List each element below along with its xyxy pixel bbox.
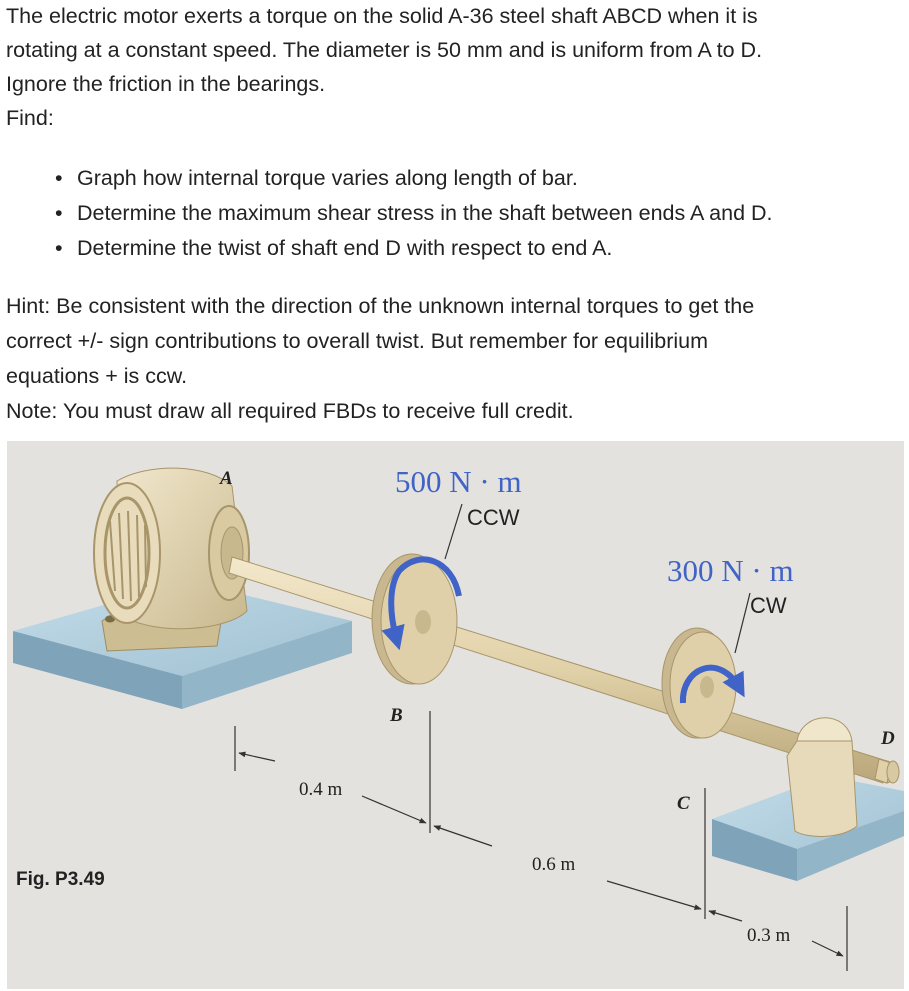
torque-b-value: 500 N · m — [395, 464, 522, 499]
bullet-icon: • — [55, 236, 63, 260]
bullet-icon: • — [55, 201, 63, 225]
torque-c-direction: CW — [750, 593, 787, 618]
dim-cd: 0.3 m — [747, 925, 791, 946]
disk-c — [661, 627, 745, 739]
task-list: •Graph how internal torque varies along … — [0, 161, 773, 266]
bullet-icon: • — [55, 166, 63, 190]
task-item: •Determine the maximum shear stress in t… — [0, 196, 773, 231]
torque-b-direction: CCW — [467, 505, 520, 530]
bearing-d — [786, 717, 900, 837]
dim-ab: 0.4 m — [299, 779, 343, 800]
label-b: B — [389, 705, 403, 726]
label-d: D — [880, 728, 895, 749]
hint-line-3: equations + is ccw. — [6, 364, 188, 388]
task-item: •Graph how internal torque varies along … — [0, 161, 773, 196]
label-c: C — [677, 793, 690, 814]
shaft-figure: A B C D 500 N · m CCW 300 N · m CW 0.4 m… — [7, 441, 904, 989]
ccw-arrow-icon — [381, 556, 462, 651]
find-label: Find: — [6, 106, 54, 130]
figure-caption: Fig. P3.49 — [16, 869, 105, 890]
cw-arrow-icon — [679, 664, 745, 704]
leader-line-b — [444, 503, 463, 560]
task-item: •Determine the twist of shaft end D with… — [0, 231, 773, 266]
problem-line-1: The electric motor exerts a torque on th… — [6, 4, 758, 28]
dimension-lines — [234, 711, 848, 971]
hint-line-1: Hint: Be consistent with the direction o… — [6, 294, 755, 318]
leader-line-c — [734, 592, 751, 654]
torque-c-value: 300 N · m — [667, 553, 794, 588]
note-line: Note: You must draw all required FBDs to… — [6, 399, 574, 423]
disk-b — [371, 553, 462, 685]
dim-bc: 0.6 m — [532, 854, 576, 875]
problem-line-3: Ignore the friction in the bearings. — [6, 72, 326, 96]
hint-line-2: correct +/- sign contributions to overal… — [6, 329, 709, 353]
problem-line-2: rotating at a constant speed. The diamet… — [6, 38, 763, 62]
label-a: A — [219, 468, 233, 489]
